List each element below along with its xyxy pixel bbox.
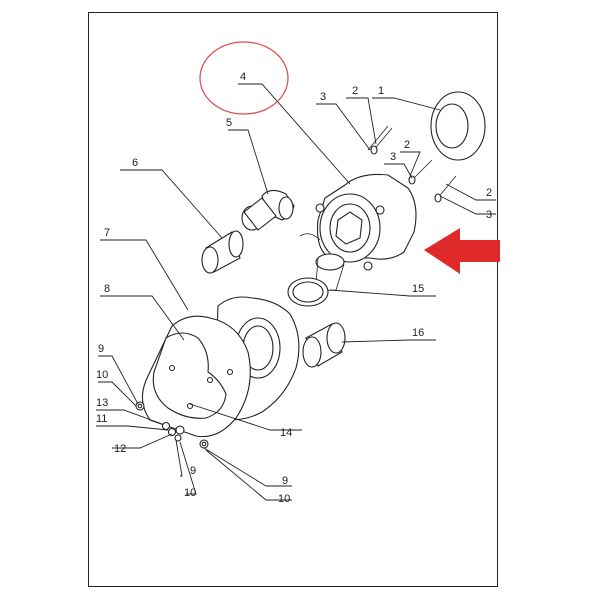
callout-3: 3: [486, 209, 492, 221]
part-1-flange: [430, 91, 486, 161]
callout-10: 10: [184, 487, 196, 499]
callout-labels: 1 2 3 4 5 6 7 8 2 3 2 3 15 16 14 9 10 13…: [96, 71, 492, 505]
callout-6: 6: [132, 157, 138, 169]
leader-lines: [96, 83, 496, 501]
part-16-sleeve: [302, 322, 346, 368]
callout-10: 10: [96, 369, 108, 381]
callout-16: 16: [412, 327, 424, 339]
part-9-13-fasteners: [135, 401, 209, 449]
callout-2: 2: [404, 139, 410, 151]
part-6-tube: [201, 230, 244, 274]
callout-8: 8: [104, 283, 110, 295]
callout-10: 10: [278, 493, 290, 505]
callout-1: 1: [378, 85, 384, 97]
callout-15: 15: [412, 283, 424, 295]
part-5-elbow: [241, 189, 295, 231]
callout-3: 3: [390, 151, 396, 163]
callout-2: 2: [352, 85, 358, 97]
callout-14: 14: [280, 427, 292, 439]
callout-9: 9: [282, 475, 288, 487]
callout-2: 2: [486, 187, 492, 199]
diagram-frame: [88, 12, 498, 587]
part-15-clamp: [287, 277, 329, 307]
left-arrow-icon: [424, 228, 500, 274]
part-4-motor-housing: [299, 173, 417, 291]
callout-4: 4: [240, 71, 246, 83]
callout-9: 9: [98, 343, 104, 355]
callout-7: 7: [104, 227, 110, 239]
part-2-3-screws-top: [367, 125, 457, 203]
highlight-circle: [199, 41, 289, 115]
callout-11: 11: [96, 413, 107, 425]
callout-5: 5: [226, 117, 232, 129]
callout-9: 9: [190, 465, 196, 477]
part-8-mounting-plate: [141, 315, 251, 438]
callout-3: 3: [320, 91, 326, 103]
callout-13: 13: [96, 397, 108, 409]
callout-12: 12: [114, 443, 126, 455]
